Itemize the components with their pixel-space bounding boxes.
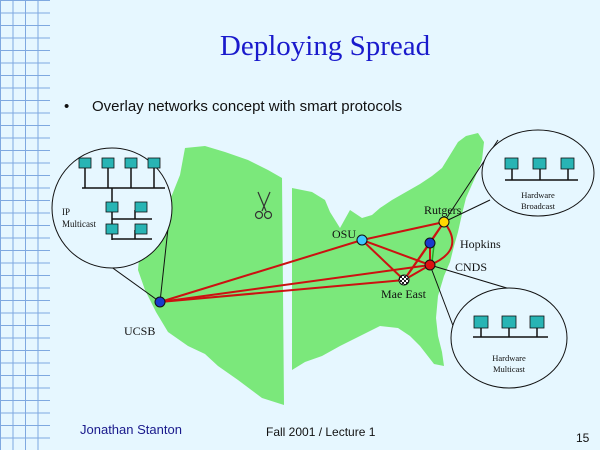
label-mae-east: Mae East <box>381 287 427 301</box>
label-rutgers: Rutgers <box>424 203 462 217</box>
link-osu-mae-east <box>361 239 405 281</box>
map-west <box>138 146 284 405</box>
node-hopkins <box>424 237 436 249</box>
network-nodes <box>154 216 450 308</box>
hardware-broadcast-label-line2: Broadcast <box>521 201 556 211</box>
bullet-marker: • <box>64 98 70 115</box>
footer-page-number: 15 <box>576 431 590 445</box>
hardware-multicast-label-line1: Hardware <box>492 353 526 363</box>
node-mae-east <box>398 274 410 286</box>
label-ucsb: UCSB <box>124 324 155 338</box>
footer-author: Jonathan Stanton <box>80 422 182 437</box>
hardware-multicast-label-line2: Multicast <box>493 364 526 374</box>
slide-title: Deploying Spread <box>219 30 431 62</box>
link-rutgers-cnds <box>429 221 454 266</box>
link-ucsb-cnds <box>159 264 431 303</box>
node-labels: Rutgers OSU Hopkins CNDS Mae East UCSB <box>124 203 501 338</box>
ip-multicast-label-line2: Multicast <box>62 219 96 229</box>
hardware-broadcast-label-line1: Hardware <box>521 190 555 200</box>
map-east <box>292 133 484 370</box>
node-ucsb <box>154 296 166 308</box>
link-osu-rutgers <box>361 221 445 241</box>
callout-hardware-broadcast: Hardware Broadcast <box>481 129 595 217</box>
bullet-text: Overlay networks concept with smart prot… <box>92 98 403 115</box>
label-cnds: CNDS <box>455 260 487 274</box>
callout-ip-multicast: IP Multicast <box>51 147 173 269</box>
node-osu <box>356 234 368 246</box>
ip-multicast-label-line1: IP <box>62 207 70 217</box>
link-hopkins-cnds-green <box>431 244 435 263</box>
label-osu: OSU <box>332 227 356 241</box>
link-ucsb-mae-east <box>159 279 405 303</box>
bullet-item: • Overlay networks concept with smart pro… <box>64 98 402 115</box>
node-cnds <box>424 259 436 271</box>
us-map <box>138 133 484 405</box>
footer-lecture: Fall 2001 / Lecture 1 <box>266 425 376 439</box>
link-ucsb-osu <box>159 239 363 303</box>
callout-hardware-multicast: Hardware Multicast <box>450 287 568 389</box>
scissors-icon <box>254 191 273 220</box>
label-hopkins: Hopkins <box>460 237 501 251</box>
node-rutgers <box>438 216 450 228</box>
link-mae-east-hopkins <box>403 242 431 281</box>
slide-grid-decoration <box>0 0 50 450</box>
